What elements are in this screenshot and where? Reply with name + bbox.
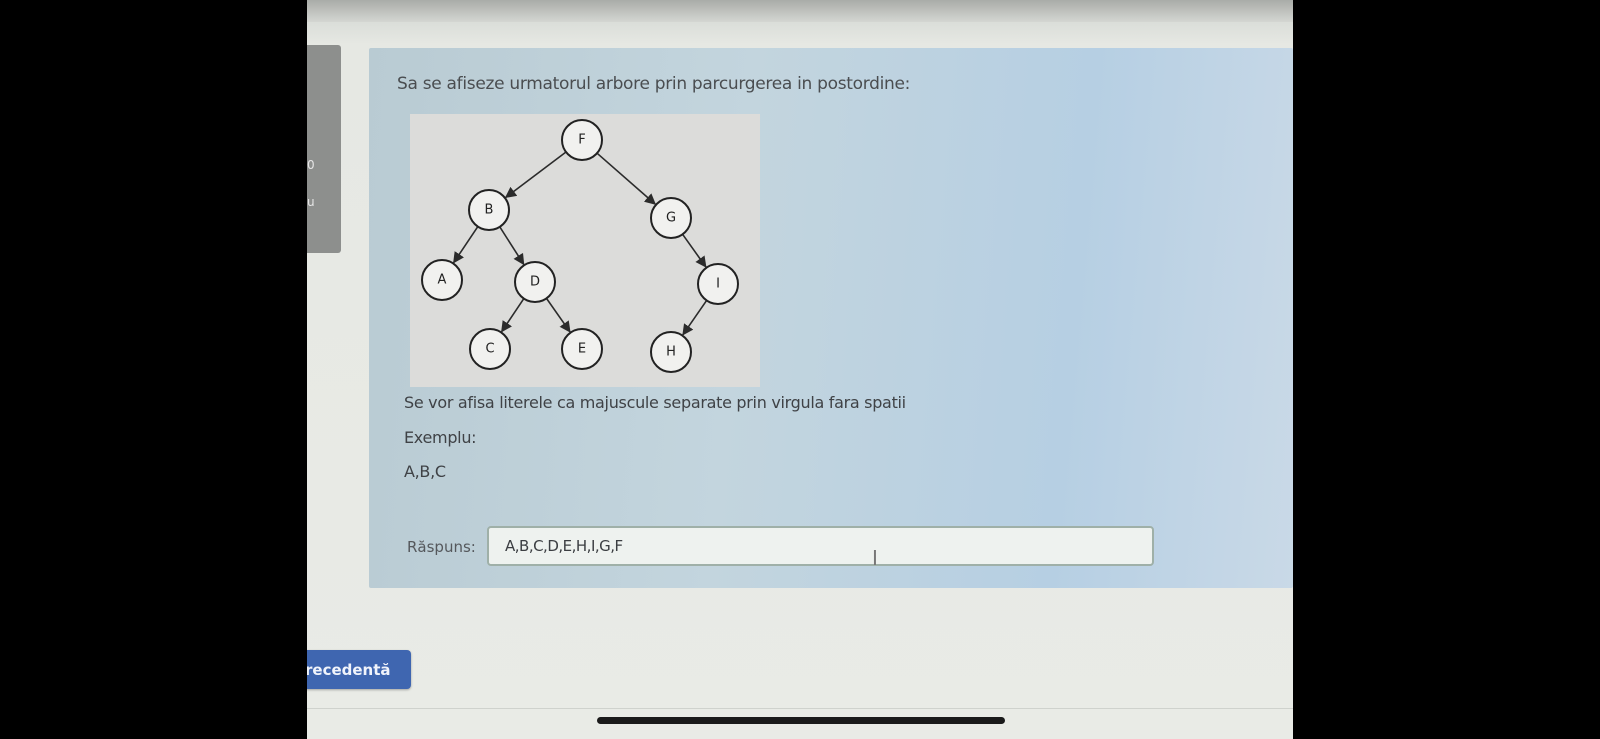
tree-edge-f-g	[596, 152, 657, 205]
example-label: Exemplu:	[404, 428, 477, 447]
text-cursor-icon: I	[872, 546, 878, 570]
tree-node-label: G	[666, 211, 676, 226]
tree-node-label: C	[485, 342, 494, 357]
divider	[307, 708, 1293, 709]
question-instructions: Se vor afisa literele ca majuscule separ…	[404, 393, 906, 412]
answer-label: Răspuns:	[407, 538, 476, 556]
screen: 0 u Sa se afiseze urmatorul arbore prin …	[307, 0, 1293, 739]
previous-button[interactable]: recedentă	[307, 650, 411, 689]
tree-node-g: G	[650, 197, 692, 239]
tree-node-label: I	[716, 277, 720, 292]
side-card-line1: 0	[307, 158, 315, 172]
example-value: A,B,C	[404, 462, 446, 481]
tree-node-label: A	[438, 273, 447, 288]
tree-edge-d-e	[545, 297, 571, 333]
tree-node-label: H	[666, 345, 676, 360]
tree-node-d: D	[514, 261, 556, 303]
home-indicator	[597, 717, 1005, 724]
tree-edge-b-a	[453, 226, 479, 264]
top-strip	[307, 0, 1293, 22]
tree-edge-b-d	[499, 226, 525, 266]
tree-node-i: I	[697, 263, 739, 305]
tree-node-b: B	[468, 189, 510, 231]
tree-node-label: B	[485, 203, 494, 218]
tree-node-c: C	[469, 328, 511, 370]
tree-node-h: H	[650, 331, 692, 373]
tree-edge-f-b	[504, 151, 567, 199]
tree-node-e: E	[561, 328, 603, 370]
answer-input[interactable]	[487, 526, 1154, 566]
question-panel: Sa se afiseze urmatorul arbore prin parc…	[369, 48, 1293, 588]
tree-node-label: F	[578, 133, 585, 148]
tree-edge-d-c	[501, 298, 525, 333]
tree-edge-g-i	[681, 233, 707, 268]
side-card-line2: u	[307, 195, 315, 209]
tree-svg: F B G A D I C E H	[421, 119, 739, 373]
tree-edge-i-h	[682, 299, 708, 336]
tree-node-label: E	[578, 342, 586, 357]
tree-node-a: A	[421, 259, 463, 301]
tree-node-f: F	[561, 119, 603, 161]
question-title: Sa se afiseze urmatorul arbore prin parc…	[397, 74, 911, 94]
tree-diagram: F B G A D I C E H	[410, 114, 760, 387]
side-card[interactable]: 0 u	[307, 45, 341, 253]
tree-node-label: D	[530, 275, 540, 290]
